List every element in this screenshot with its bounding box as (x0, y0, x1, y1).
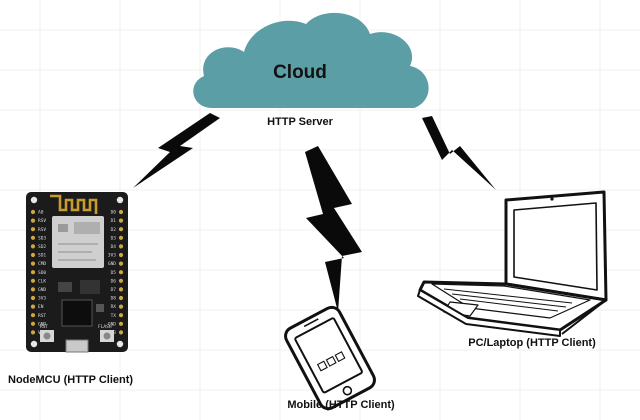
cloud-label: Cloud (273, 62, 327, 83)
pin-hole (118, 304, 124, 309)
pin-hole (30, 313, 36, 318)
pin-hole (118, 313, 124, 318)
pin-hole (30, 321, 36, 326)
pin-hole (118, 287, 124, 292)
right-pin-header: D0D1D2D3D43V3GNDD5D6D7D8RXTXGND3V3 (108, 209, 124, 336)
cloud-icon (193, 12, 429, 108)
pin-hole (30, 270, 36, 275)
pin-label: SD0 (38, 270, 46, 276)
rst-button-label: RST (40, 324, 48, 330)
pin-hole (118, 321, 124, 326)
pin-hole (30, 330, 36, 335)
smartphone-icon (284, 305, 376, 411)
pin-label: D3 (111, 235, 117, 241)
laptop-label: PC/Laptop (HTTP Client) (468, 337, 596, 349)
pin-hole (118, 227, 124, 232)
pin-label: D2 (111, 227, 117, 233)
pin-label: CLK (38, 278, 46, 284)
pin-hole (30, 235, 36, 240)
left-pin-header: A0RSVRSVSD3SD2SD1CMDSD0CLKGND3V3ENRSTGND… (30, 209, 46, 336)
pin-label: D6 (111, 278, 117, 284)
pin-hole (30, 287, 36, 292)
pin-hole (30, 261, 36, 266)
nodemcu-label: NodeMCU (HTTP Client) (8, 374, 133, 386)
pin-hole (118, 218, 124, 223)
pin-label: SD1 (38, 253, 46, 259)
pin-label: D5 (111, 270, 117, 276)
pin-label: SD3 (38, 235, 46, 241)
lightning-bolt-icon (133, 113, 220, 188)
http-server-label: HTTP Server (267, 116, 334, 128)
pin-label: RSV (38, 218, 46, 224)
pin-hole (30, 218, 36, 223)
mobile-label: Mobile (HTTP Client) (287, 399, 395, 411)
pin-label: TX (111, 313, 117, 319)
flash-button-label: FLASH (98, 324, 112, 330)
pin-hole (118, 244, 124, 249)
pin-hole (118, 209, 124, 215)
pin-label: D1 (111, 218, 117, 224)
pin-hole (118, 295, 124, 301)
pin-hole (30, 295, 36, 301)
nodemcu-board-icon: A0RSVRSVSD3SD2SD1CMDSD0CLKGND3V3ENRSTGND… (26, 192, 128, 353)
pin-label: CMD (38, 261, 46, 267)
pin-hole (30, 244, 36, 249)
lightning-bolt-icon (422, 116, 496, 190)
pin-hole (118, 330, 124, 335)
laptop-icon (417, 190, 608, 337)
lightning-bolt-icon (305, 146, 362, 312)
pin-hole (30, 209, 36, 215)
pin-hole (118, 261, 124, 266)
pin-label: D8 (111, 296, 117, 302)
pin-label: GND (38, 321, 46, 327)
pin-label: RX (111, 304, 117, 310)
pin-label: A0 (38, 210, 44, 216)
pin-label: D4 (111, 244, 117, 250)
pin-label: 3V3 (108, 253, 116, 259)
pin-hole (118, 270, 124, 275)
pin-hole (118, 252, 124, 258)
pin-label: RST (38, 313, 46, 319)
pin-hole (30, 278, 36, 283)
pin-label: D0 (111, 210, 117, 216)
pin-label: RSV (38, 227, 46, 233)
pin-label: SD2 (38, 244, 46, 250)
pin-label: GND (108, 261, 116, 267)
pin-label: D7 (111, 287, 117, 293)
pin-label: EN (38, 304, 44, 310)
pin-hole (118, 278, 124, 283)
pin-hole (118, 235, 124, 240)
cloud-shape (193, 12, 429, 108)
pin-label: GND (38, 287, 46, 293)
pin-label: GND (108, 321, 116, 327)
pin-hole (30, 304, 36, 309)
pin-label: 3V3 (38, 296, 46, 302)
pin-hole (30, 227, 36, 232)
pin-hole (30, 252, 36, 258)
